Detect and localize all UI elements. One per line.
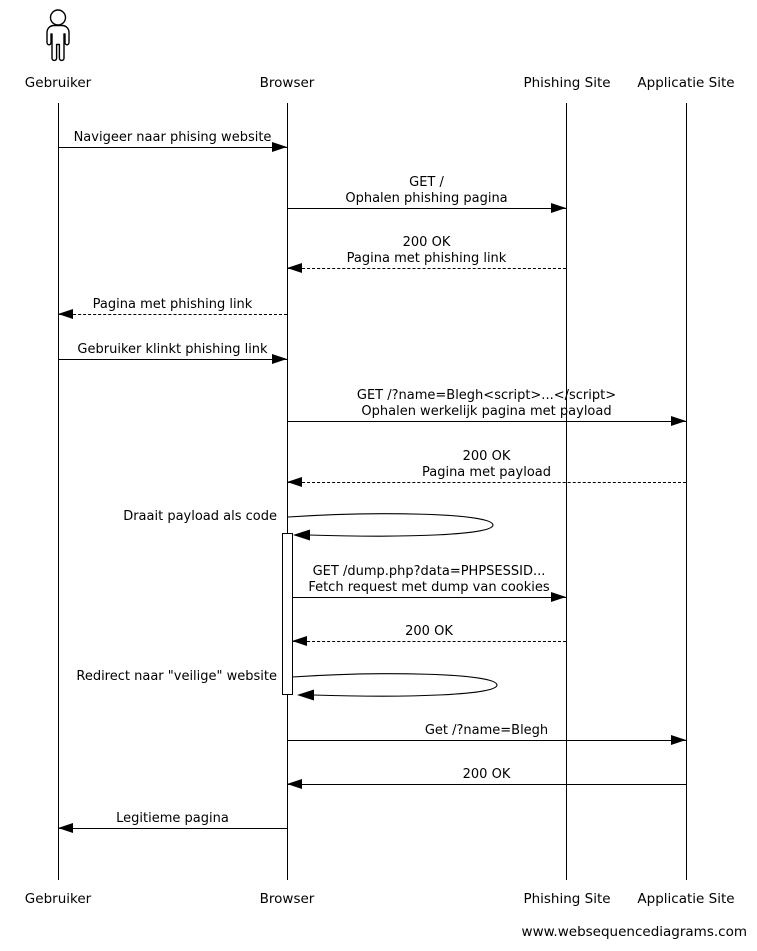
message-label: Legitieme pagina <box>116 811 229 826</box>
lifeline-gebruiker <box>58 103 59 880</box>
lifeline-browser <box>287 103 288 880</box>
arrowhead-left-icon <box>287 779 302 789</box>
message-label: 200 OK Pagina met phishing link <box>287 235 566 267</box>
message-label: Pagina met phishing link <box>92 297 253 312</box>
message-line-dashed <box>287 268 566 269</box>
message-line <box>58 147 287 148</box>
participant-top-gebruiker: Gebruiker <box>24 75 92 91</box>
message-line2: Fetch request met dump van cookies <box>308 580 550 595</box>
message-line-dashed <box>58 314 287 315</box>
arrowhead-left-icon <box>287 263 302 273</box>
arrowhead-right-icon <box>272 354 287 364</box>
message-line1: 200 OK <box>402 235 451 250</box>
message-line-dashed <box>287 482 686 483</box>
participant-bottom-gebruiker: Gebruiker <box>24 891 92 907</box>
participant-top-browser: Browser <box>259 75 315 91</box>
message-line2: Pagina met payload <box>421 465 551 480</box>
message-line-dashed <box>292 641 566 642</box>
message-label: 200 OK Pagina met payload <box>287 449 686 481</box>
lifeline-phishing <box>566 103 567 880</box>
message-line1: 200 OK <box>462 449 511 464</box>
self-message-loop-icon <box>287 513 494 541</box>
lifeline-applicatie <box>686 103 687 880</box>
message-label: 200 OK <box>462 767 511 782</box>
message-label: Navigeer naar phising website <box>73 130 272 145</box>
arrowhead-right-icon <box>671 416 686 426</box>
message-line <box>58 359 287 360</box>
watermark-text: www.websequencediagrams.com <box>521 924 747 940</box>
self-message-label: Draait payload als code <box>123 509 277 524</box>
arrowhead-right-icon <box>551 592 566 602</box>
message-line1: GET / <box>409 175 444 190</box>
participant-top-phishing: Phishing Site <box>523 75 611 91</box>
message-line <box>292 597 566 598</box>
message-label: GET /dump.php?data=PHPSESSID... Fetch re… <box>292 564 566 596</box>
message-line1: GET /?name=Blegh<script>...</script> <box>356 388 617 403</box>
message-line2: Ophalen werkelijk pagina met payload <box>361 404 612 419</box>
message-line2: Ophalen phishing pagina <box>345 191 508 206</box>
message-label: GET /?name=Blegh<script>...</script> Oph… <box>287 388 686 420</box>
message-line1: GET /dump.php?data=PHPSESSID... <box>312 564 546 579</box>
actor-person-icon <box>46 9 70 62</box>
message-line <box>287 784 686 785</box>
message-line <box>287 421 686 422</box>
message-label: GET / Ophalen phishing pagina <box>287 175 566 207</box>
message-label: 200 OK <box>405 624 453 639</box>
message-label: Get /?name=Blegh <box>424 723 549 738</box>
participant-bottom-applicatie: Applicatie Site <box>637 891 735 907</box>
message-line <box>58 828 287 829</box>
message-line <box>287 208 566 209</box>
arrowhead-left-icon <box>287 477 302 487</box>
participant-top-applicatie: Applicatie Site <box>637 75 735 91</box>
message-label: Gebruiker klinkt phishing link <box>77 342 268 357</box>
arrowhead-left-icon <box>58 823 73 833</box>
arrowhead-left-icon <box>58 309 73 319</box>
participant-bottom-browser: Browser <box>259 891 315 907</box>
activation-bar-browser <box>282 533 293 695</box>
message-line2: Pagina met phishing link <box>346 251 507 266</box>
self-message-label: Redirect naar "veilige" website <box>76 669 277 684</box>
self-message-loop-icon <box>291 673 498 701</box>
arrowhead-right-icon <box>272 142 287 152</box>
arrowhead-right-icon <box>671 735 686 745</box>
arrowhead-right-icon <box>551 203 566 213</box>
message-line <box>287 740 686 741</box>
participant-bottom-phishing: Phishing Site <box>523 891 611 907</box>
arrowhead-left-icon <box>292 636 307 646</box>
